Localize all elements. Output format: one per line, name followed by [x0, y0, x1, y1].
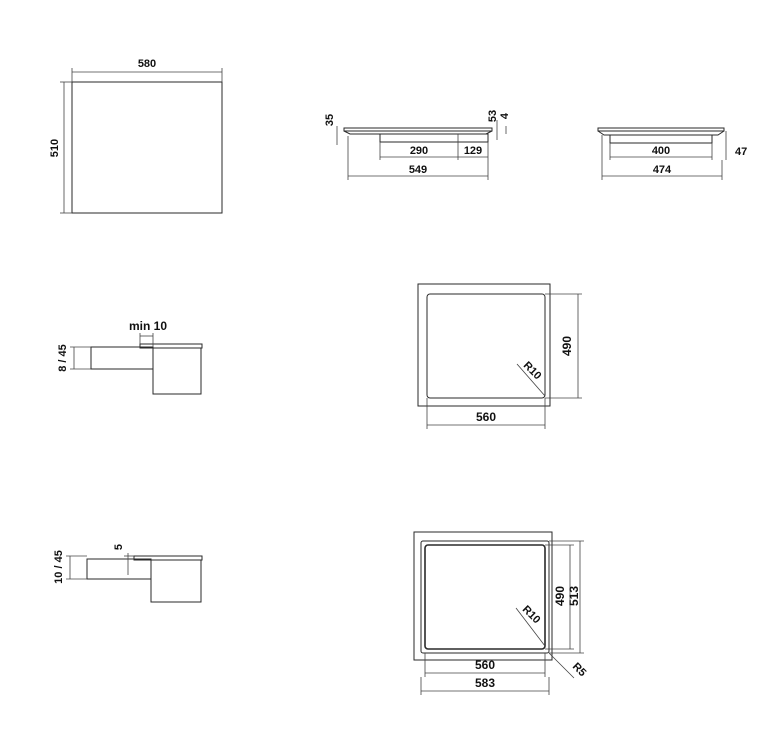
- dim-490-inner: 490: [553, 586, 567, 606]
- front-view: 400 47 474: [597, 127, 747, 180]
- dim-53: 53: [487, 110, 499, 122]
- dim-400: 400: [652, 145, 670, 157]
- rebate-cutout-view: 490 513 R10 R5 560 583: [413, 531, 588, 695]
- hob-outline: [71, 81, 223, 214]
- dim-560: 560: [476, 410, 496, 424]
- side-view: 35 53 4 290 129 549: [324, 110, 511, 180]
- dim-35: 35: [324, 114, 336, 126]
- dim-583: 583: [475, 676, 495, 690]
- dim-560-rebate: 560: [475, 658, 495, 672]
- dim-490: 490: [560, 336, 574, 356]
- dim-5: 5: [113, 544, 125, 550]
- flush-mount-detail: 5 10 / 45: [53, 544, 203, 603]
- surface-mount-detail: min 10 8 / 45: [57, 319, 203, 395]
- dim-513: 513: [567, 586, 581, 606]
- dim-8-45: 8 / 45: [57, 344, 69, 372]
- dim-129: 129: [464, 145, 482, 157]
- dim-510: 510: [49, 139, 61, 157]
- dim-580: 580: [138, 58, 156, 70]
- dim-10-45: 10 / 45: [53, 550, 65, 584]
- dim-min10: min 10: [129, 319, 167, 333]
- cutout-view: 490 R10 560: [417, 283, 582, 429]
- dim-4: 4: [499, 112, 511, 119]
- dim-474: 474: [653, 164, 672, 176]
- dim-549: 549: [409, 164, 427, 176]
- top-view: 580 510: [49, 58, 223, 214]
- dim-47: 47: [735, 146, 747, 158]
- dim-r10-rebate: R10: [520, 603, 543, 626]
- dim-290: 290: [410, 145, 428, 157]
- dim-r10: R10: [521, 359, 544, 382]
